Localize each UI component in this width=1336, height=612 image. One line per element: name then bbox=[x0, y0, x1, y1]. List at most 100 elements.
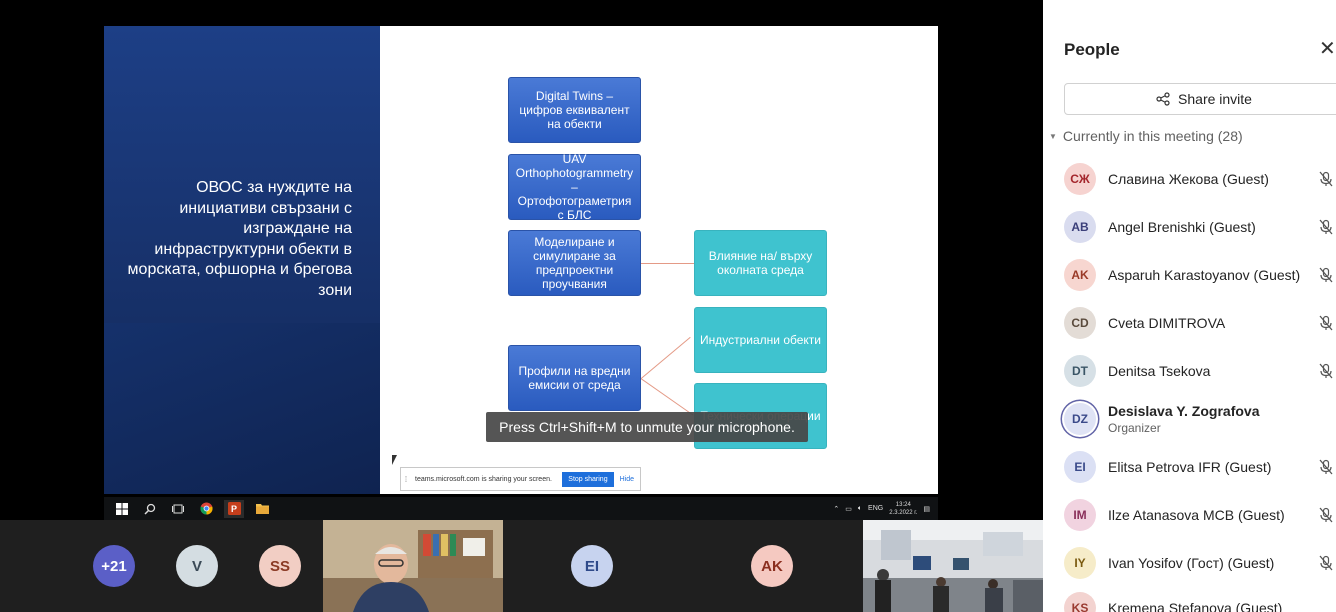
participant-name: Angel Brenishki (Guest) bbox=[1108, 219, 1256, 235]
avatar: AB bbox=[1064, 211, 1096, 243]
svg-text:P: P bbox=[231, 504, 237, 514]
participant-tile[interactable]: SS bbox=[240, 520, 320, 612]
share-message: teams.microsoft.com is sharing your scre… bbox=[415, 475, 552, 483]
avatar: SS bbox=[259, 545, 301, 587]
taskbar-time: 13:24 bbox=[895, 501, 911, 508]
participant-name: Cveta DIMITROVA bbox=[1108, 315, 1226, 331]
chrome-icon[interactable] bbox=[196, 500, 216, 518]
stop-sharing-button[interactable]: Stop sharing bbox=[562, 471, 614, 487]
chevron-up-icon[interactable]: ⌃ bbox=[833, 505, 840, 513]
participant-info: Desislava Y. Zografova Organizer bbox=[1108, 403, 1259, 435]
drag-handle-icon[interactable]: ⁞ bbox=[404, 474, 408, 484]
section-label: Currently in this meeting (28) bbox=[1062, 128, 1243, 144]
participant-tile-overflow[interactable]: +21 bbox=[74, 520, 154, 612]
mic-off-icon bbox=[1319, 363, 1333, 379]
notification-icon[interactable]: ▤ bbox=[923, 505, 930, 513]
box-impact: Влияние на/ върху околната среда bbox=[694, 230, 827, 296]
slide-title-panel bbox=[104, 26, 380, 323]
share-invite-button[interactable]: Share invite bbox=[1064, 83, 1336, 115]
avatar: AK bbox=[751, 545, 793, 587]
participant-name: Ilze Atanasova MCB (Guest) bbox=[1108, 507, 1285, 523]
participant-name: Ivan Yosifov (Гост) (Guest) bbox=[1108, 555, 1275, 571]
participant-name: Elitsa Petrova IFR (Guest) bbox=[1108, 459, 1272, 475]
room-video[interactable] bbox=[863, 520, 1043, 612]
share-icon bbox=[1156, 92, 1170, 106]
avatar: CD bbox=[1064, 307, 1096, 339]
mic-off-icon bbox=[1319, 459, 1333, 475]
participant-name: Desislava Y. Zografova bbox=[1108, 403, 1260, 419]
taskbar-clock[interactable]: 13:24 2.3.2022 г. bbox=[889, 501, 917, 517]
search-icon[interactable] bbox=[140, 500, 160, 518]
avatar: EI bbox=[571, 545, 613, 587]
task-view-icon[interactable] bbox=[168, 500, 188, 518]
chevron-down-icon: ▼ bbox=[1049, 131, 1057, 141]
participant-tile[interactable]: V bbox=[157, 520, 237, 612]
windows-start-icon[interactable] bbox=[112, 500, 132, 518]
participant-row[interactable]: AB Angel Brenishki (Guest) bbox=[1064, 203, 1336, 251]
avatar: IY bbox=[1064, 547, 1096, 579]
shared-screen: ОВОС за нуждите на инициативи свързани с… bbox=[104, 26, 938, 520]
presentation-slide: ОВОС за нуждите на инициативи свързани с… bbox=[104, 26, 938, 494]
mic-off-icon bbox=[1319, 315, 1333, 331]
avatar: +21 bbox=[93, 545, 135, 587]
avatar: KS bbox=[1064, 592, 1096, 612]
taskbar-date: 2.3.2022 г. bbox=[889, 509, 918, 516]
participant-name: Asparuh Karastoyanov (Guest) bbox=[1108, 267, 1301, 283]
avatar: V bbox=[176, 545, 218, 587]
slide-title: ОВОС за нуждите на инициативи свързани с… bbox=[127, 179, 352, 299]
connector-line bbox=[640, 378, 694, 416]
powerpoint-icon[interactable]: P bbox=[224, 499, 244, 518]
participant-name: Kremena Stefanova (Guest) bbox=[1108, 600, 1283, 612]
hide-button[interactable]: Hide bbox=[619, 475, 634, 483]
mouse-cursor-icon bbox=[392, 455, 397, 465]
people-panel: People ✕ Share invite ▼ Currently in thi… bbox=[1043, 0, 1336, 612]
avatar: EI bbox=[1064, 451, 1096, 483]
participant-row[interactable]: DT Denitsa Tsekova bbox=[1064, 347, 1336, 395]
mic-off-icon bbox=[1319, 507, 1333, 523]
participant-row[interactable]: IM Ilze Atanasova MCB (Guest) bbox=[1064, 491, 1336, 539]
connector-line bbox=[641, 263, 695, 264]
participant-row[interactable]: СЖ Славина Жекова (Guest) bbox=[1064, 155, 1336, 203]
section-header-current[interactable]: ▼ Currently in this meeting (28) bbox=[1049, 128, 1243, 144]
screen-share-bar: ⁞ teams.microsoft.com is sharing your sc… bbox=[400, 467, 641, 491]
avatar: DT bbox=[1064, 355, 1096, 387]
language-indicator[interactable]: ENG bbox=[868, 505, 884, 512]
network-icon[interactable]: ▭ bbox=[845, 505, 852, 513]
mic-off-icon bbox=[1319, 555, 1333, 571]
mic-off-icon bbox=[1319, 219, 1333, 235]
box-modeling: Моделиране и симулиране за предпроектни … bbox=[508, 230, 641, 296]
panel-title: People bbox=[1064, 40, 1120, 59]
participant-row[interactable]: KS Kremena Stefanova (Guest) bbox=[1064, 584, 1336, 612]
participant-row[interactable]: AK Asparuh Karastoyanov (Guest) bbox=[1064, 251, 1336, 299]
participant-row-organizer[interactable]: DZ Desislava Y. Zografova Organizer bbox=[1064, 395, 1336, 443]
participant-name: Славина Жекова (Guest) bbox=[1108, 171, 1269, 187]
share-invite-label: Share invite bbox=[1178, 91, 1252, 107]
slide-left-background: ОВОС за нуждите на инициативи свързани с… bbox=[104, 26, 380, 494]
mic-off-icon bbox=[1319, 267, 1333, 283]
windows-taskbar: P ⌃ ▭ 🔈︎ ENG 13:24 2.3.2022 г. ▤ bbox=[104, 497, 938, 520]
avatar: DZ bbox=[1064, 403, 1096, 435]
box-uav: UAV Orthophotogrammetry – Ортофотограмет… bbox=[508, 152, 641, 222]
avatar: СЖ bbox=[1064, 163, 1096, 195]
mic-off-icon bbox=[1319, 171, 1333, 187]
participant-row[interactable]: EI Elitsa Petrova IFR (Guest) bbox=[1064, 443, 1336, 491]
participant-tile[interactable]: EI bbox=[552, 520, 632, 612]
participant-tile[interactable]: AK bbox=[732, 520, 812, 612]
box-digital-twins: Digital Twins – цифров еквивалент на обе… bbox=[508, 77, 641, 143]
participant-strip: +21 V SS EI bbox=[0, 520, 1043, 612]
connector-line bbox=[641, 336, 691, 379]
volume-icon[interactable]: 🔈︎ bbox=[857, 504, 863, 512]
participant-video[interactable] bbox=[323, 520, 503, 612]
unmute-hint-toast: Press Ctrl+Shift+M to unmute your microp… bbox=[486, 412, 808, 442]
close-icon[interactable]: ✕ bbox=[1319, 38, 1336, 60]
participant-name: Denitsa Tsekova bbox=[1108, 363, 1211, 379]
participant-row[interactable]: IY Ivan Yosifov (Гост) (Guest) bbox=[1064, 539, 1336, 587]
participant-role: Organizer bbox=[1108, 421, 1161, 435]
avatar: AK bbox=[1064, 259, 1096, 291]
box-profiles: Профили на вредни емисии от среда bbox=[508, 345, 641, 411]
box-industrial: Индустриални обекти bbox=[694, 307, 827, 373]
participant-row[interactable]: CD Cveta DIMITROVA bbox=[1064, 299, 1336, 347]
system-tray: ⌃ ▭ 🔈︎ ENG 13:24 2.3.2022 г. ▤ bbox=[833, 497, 930, 520]
file-explorer-icon[interactable] bbox=[252, 500, 272, 518]
